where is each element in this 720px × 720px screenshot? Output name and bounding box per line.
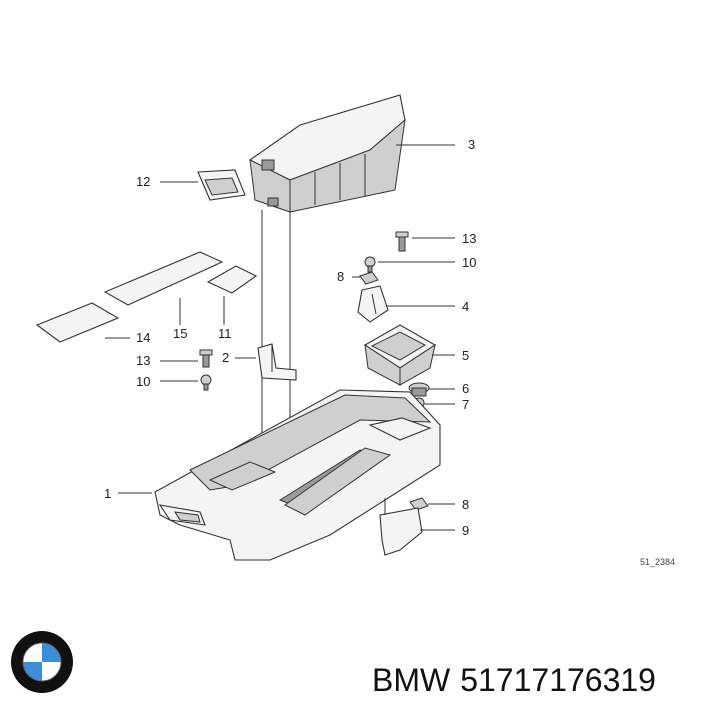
- clip-10-left: [200, 374, 212, 391]
- brand-name: BMW: [372, 662, 451, 698]
- callout-14: 14: [136, 330, 150, 345]
- screw-13-right: [395, 231, 409, 252]
- mat-15: [103, 251, 224, 306]
- callout-3: 3: [468, 137, 475, 152]
- drawing-code: 51_2384: [640, 557, 675, 567]
- bracket-4: [357, 285, 389, 323]
- callout-12: 12: [136, 174, 150, 189]
- bracket-9: [379, 498, 423, 556]
- leader-lines: [105, 144, 455, 531]
- plug-6: [408, 382, 430, 397]
- callout-2: 2: [222, 350, 229, 365]
- callout-4: 4: [462, 299, 469, 314]
- clip-10-right: [364, 256, 376, 273]
- armrest-lid: [248, 94, 406, 213]
- callout-15: 15: [173, 326, 187, 341]
- callout-7: 7: [462, 397, 469, 412]
- callout-6: 6: [462, 381, 469, 396]
- callout-8-bottom: 8: [462, 497, 469, 512]
- nut-8-bottom: [409, 497, 429, 511]
- callout-9: 9: [462, 523, 469, 538]
- small-tray: [197, 169, 246, 201]
- center-console: [154, 389, 441, 561]
- part-number: 51717176319: [460, 662, 656, 698]
- callout-13-right: 13: [462, 231, 476, 246]
- callout-10-left: 10: [136, 374, 150, 389]
- callout-13-left: 13: [136, 353, 150, 368]
- ashtray-insert-5: [363, 324, 437, 386]
- callout-11: 11: [218, 326, 232, 341]
- mat-14: [35, 302, 120, 343]
- screw-13-left: [199, 349, 213, 368]
- nut-8-top: [359, 271, 379, 285]
- bmw-logo: [11, 631, 73, 693]
- callout-8-top: 8: [337, 269, 344, 284]
- callout-1: 1: [104, 486, 111, 501]
- bracket-2: [257, 343, 297, 381]
- callout-5: 5: [462, 348, 469, 363]
- mat-11: [206, 265, 258, 294]
- callout-10-right: 10: [462, 255, 476, 270]
